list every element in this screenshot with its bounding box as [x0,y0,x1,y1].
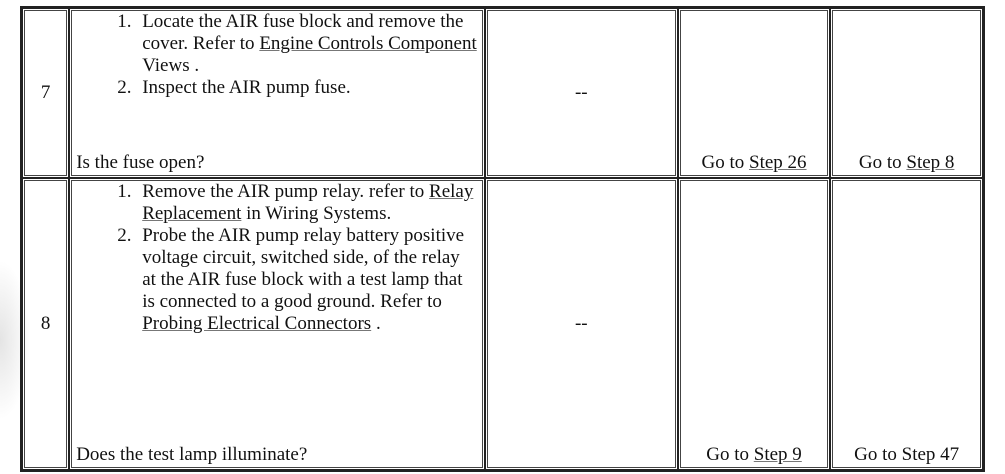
step-9-link[interactable]: Step 9 [753,444,802,465]
no-text: Go to [858,152,907,173]
list-item: Probe the AIR pump relay battery positiv… [136,225,478,335]
value-cell: -- [484,8,678,178]
action-text: Remove the AIR pump relay. refer to [142,181,430,202]
action-text: in Wiring Systems. [241,203,392,224]
diagnostic-table: 7 Locate the AIR fuse block and remove t… [20,6,985,472]
table-row: 8 Remove the AIR pump relay. refer to Re… [22,178,983,470]
list-item: Remove the AIR pump relay. refer to Rela… [136,181,478,225]
action-text: Views . [142,55,200,76]
page-shadow [0,260,30,420]
yes-cell: Go to Step 9 [677,178,831,470]
action-text: Probe the AIR pump relay battery positiv… [142,225,465,312]
engine-controls-link[interactable]: Engine Controls Component [259,33,477,54]
action-text: Inspect the AIR pump fuse. [142,77,351,98]
no-cell: Go to Step 47 [830,178,983,470]
action-text: Locate the AIR fuse block and remove the… [142,11,464,54]
list-item: Inspect the AIR pump fuse. [136,77,478,99]
yes-text: Go to [706,444,754,465]
list-item: Locate the AIR fuse block and remove the… [136,11,478,77]
action-list: Remove the AIR pump relay. refer to Rela… [76,181,478,335]
relay-replacement-link[interactable]: Relay Replacement [142,181,474,224]
yes-cell: Go to Step 26 [677,8,831,178]
table-row: 7 Locate the AIR fuse block and remove t… [22,8,983,178]
no-text: Go to Step 47 [854,444,960,465]
action-cell: Locate the AIR fuse block and remove the… [69,8,485,178]
question-text: Is the fuse open? [76,152,205,173]
yes-text: Go to [701,152,749,173]
action-list: Locate the AIR fuse block and remove the… [76,11,478,99]
step-26-link[interactable]: Step 26 [749,152,807,173]
step-8-link[interactable]: Step 8 [906,152,955,173]
action-text: . [371,313,381,334]
no-cell: Go to Step 8 [830,8,983,178]
question-text: Does the test lamp illuminate? [76,444,308,465]
action-cell: Remove the AIR pump relay. refer to Rela… [69,178,485,470]
probing-connectors-link[interactable]: Probing Electrical Connectors [142,313,372,334]
value-cell: -- [484,178,678,470]
step-number: 7 [22,8,70,178]
step-number: 8 [22,178,70,470]
